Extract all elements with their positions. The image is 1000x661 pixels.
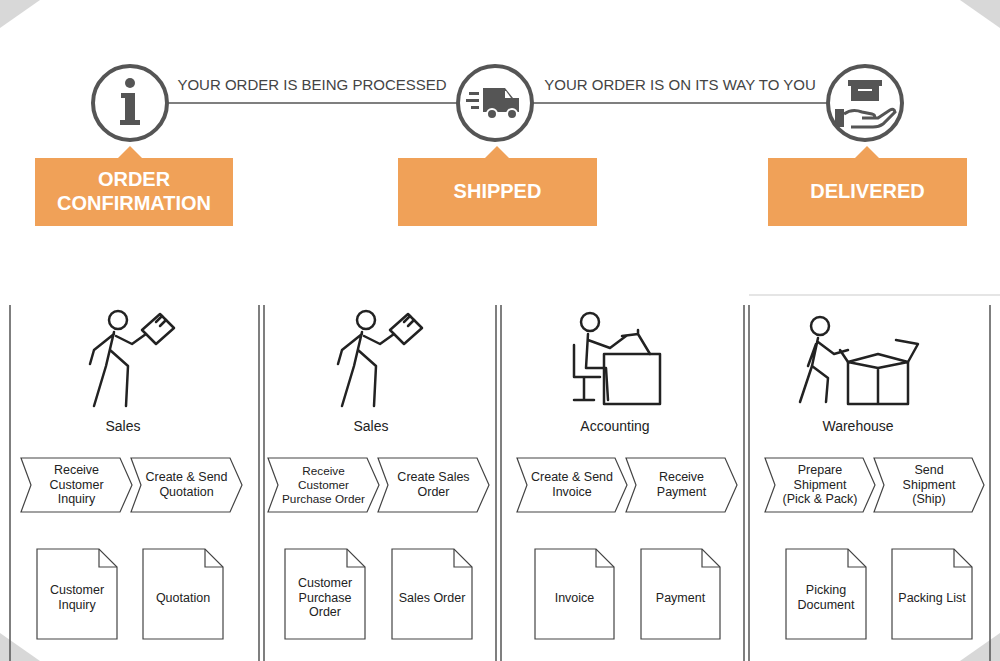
status-circle <box>828 66 902 140</box>
step-label: Receive Customer Inquiry <box>35 463 118 507</box>
document-box: Picking Document <box>785 548 867 640</box>
sales-figure <box>338 311 422 406</box>
document-label: Sales Order <box>399 591 466 606</box>
department-label: Sales <box>353 418 388 434</box>
status-box: DELIVERED <box>768 158 967 226</box>
process-step: Receive Payment <box>625 457 738 513</box>
status-box: SHIPPED <box>398 158 597 226</box>
process-step: Send Shipment (Ship) <box>873 457 985 513</box>
step-label: Create & Send Invoice <box>531 470 613 500</box>
status-circle <box>458 66 532 140</box>
corner-decor <box>0 633 40 661</box>
status-title: ORDER CONFIRMATION <box>43 168 225 215</box>
process-step: Create Sales Order <box>377 457 490 513</box>
document-label: Packing List <box>898 591 965 606</box>
timeline-label: YOUR ORDER IS BEING PROCESSED <box>177 76 446 93</box>
process-step: Create & Send Invoice <box>516 457 628 513</box>
status-box: ORDER CONFIRMATION <box>35 158 233 226</box>
document-label: Invoice <box>555 591 595 606</box>
box-pointer <box>118 146 142 158</box>
timeline-line <box>533 102 827 104</box>
process-step: Prepare Shipment (Pick & Pack) <box>764 457 876 513</box>
box-pointer <box>485 146 509 158</box>
box-pointer <box>855 146 879 158</box>
step-label: Create & Send Quotation <box>145 470 228 500</box>
corner-decor <box>960 0 1000 28</box>
step-label: Prepare Shipment (Pick & Pack) <box>779 463 861 507</box>
accountant-figure <box>574 313 660 404</box>
truck-icon <box>466 88 519 119</box>
document-box: Payment <box>640 548 721 640</box>
document-box: Packing List <box>891 548 973 640</box>
status-circle <box>93 66 167 140</box>
step-label: Create Sales Order <box>392 470 475 500</box>
document-box: Quotation <box>142 548 224 640</box>
process-step: Create & Send Quotation <box>130 457 243 513</box>
department-label: Sales <box>105 418 140 434</box>
process-step: Receive Customer Inquiry <box>20 457 133 513</box>
corner-decor <box>0 0 40 28</box>
document-box: Invoice <box>534 548 615 640</box>
document-label: Quotation <box>156 591 210 606</box>
status-title: DELIVERED <box>810 180 924 204</box>
document-label: Picking Document <box>790 583 862 613</box>
document-box: Sales Order <box>391 548 473 640</box>
timeline-line <box>168 102 457 104</box>
document-box: Customer Purchase Order <box>284 548 366 640</box>
department-label: Warehouse <box>822 418 893 434</box>
document-label: Payment <box>656 591 705 606</box>
sales-figure <box>90 311 174 406</box>
step-label: Send Shipment (Ship) <box>888 463 970 507</box>
document-box: Customer Inquiry <box>36 548 118 640</box>
document-label: Customer Purchase Order <box>289 576 361 620</box>
info-icon <box>120 78 140 125</box>
process-step: Receive Customer Purchase Order <box>267 457 380 513</box>
department-label: Accounting <box>580 418 649 434</box>
step-label: Receive Payment <box>640 470 723 500</box>
step-label: Receive Customer Purchase Order <box>282 464 365 506</box>
status-title: SHIPPED <box>454 180 542 204</box>
timeline-label: YOUR ORDER IS ON ITS WAY TO YOU <box>544 76 815 93</box>
delivery-icon <box>835 80 895 127</box>
document-label: Customer Inquiry <box>41 583 113 613</box>
warehouse-figure <box>800 317 918 404</box>
column-separator <box>10 295 1000 661</box>
